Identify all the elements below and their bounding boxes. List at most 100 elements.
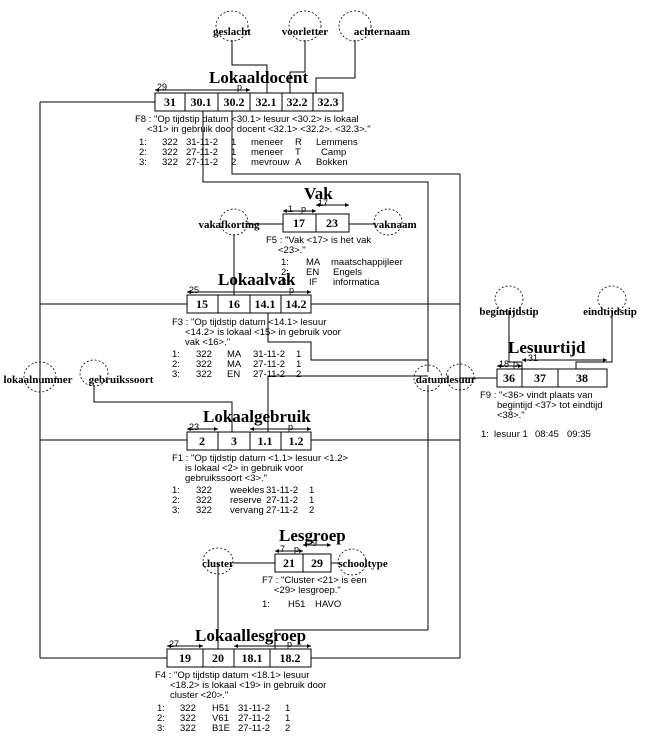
uniqueness-label: p — [289, 285, 294, 295]
pop-cell: 1 — [285, 703, 290, 714]
population-row: 1: MA maatschappijleer — [281, 257, 403, 268]
population-row: 1: 322 weekles 31-11-2 1 — [172, 485, 314, 496]
pop-cell: 27-11-2 — [186, 147, 218, 158]
role-cell: 29 — [311, 556, 323, 570]
pop-cell: V61 — [212, 713, 229, 724]
uniqueness-label: p — [513, 359, 518, 369]
pop-cell: B1E — [212, 723, 230, 734]
pop-cell: meneer — [251, 147, 283, 158]
pop-cell: 322 — [196, 359, 212, 370]
fact-line: F1 : "Op tijdstip datum <1.1> lesuur <1.… — [172, 453, 349, 464]
role-cell: 38 — [576, 371, 588, 385]
pop-cell: 27-11-2 — [253, 359, 285, 370]
lokaaldocent-cells: 31 30.1 30.2 32.1 32.2 32.3 29 p — [157, 82, 339, 109]
role-cell: 18.2 — [280, 651, 301, 665]
uniqueness-label: p — [237, 82, 242, 92]
population-row: 2: 322 MA 27-11-2 1 — [172, 359, 301, 370]
uniqueness-label: 25 — [189, 285, 199, 295]
pop-cell: 322 — [196, 485, 212, 496]
pop-cell: 1: — [481, 429, 489, 440]
lesgroep-population: 1: H51 HAVO — [262, 599, 341, 610]
lokaalgebruik-population: 1: 322 weekles 31-11-2 1 2: 322 reserve … — [172, 485, 314, 516]
role-cell: 21 — [283, 556, 295, 570]
entity-labels: geslacht voorletter achternaam vakafkort… — [3, 26, 636, 570]
uniqueness-label: 27 — [169, 639, 179, 649]
role-cell: 20 — [212, 651, 224, 665]
population-row: 1: 322 H51 31-11-2 1 — [157, 703, 290, 714]
pop-cell: 1 — [285, 713, 290, 724]
pop-cell: 27-11-2 — [253, 369, 285, 380]
pop-cell: informatica — [333, 277, 380, 288]
role-cell: 3 — [231, 434, 237, 448]
pop-cell: 322 — [180, 723, 196, 734]
pop-cell: 3: — [157, 723, 165, 734]
role-cell: 31 — [164, 95, 176, 109]
pop-cell: MA — [227, 359, 242, 370]
pop-cell: HAVO — [315, 599, 341, 610]
pop-cell: 322 — [196, 505, 212, 516]
population-row: 1: lesuur 1 08:45 09:35 — [481, 429, 591, 440]
role-cell: 32.1 — [256, 95, 277, 109]
uniqueness-label: p — [301, 204, 306, 214]
pop-cell: 3: — [172, 505, 180, 516]
population-row: 2: 322 reserve 27-11-2 1 — [172, 495, 314, 506]
pop-cell: 2: — [157, 713, 165, 724]
role-cell: 16 — [228, 297, 240, 311]
entity-label: vakafkorting — [198, 219, 260, 231]
lokaaldocent-population: 1: 322 31-11-2 1 meneer R Lemmens 2: 322… — [139, 137, 358, 168]
fact-line: gebruikssoort <3>." — [185, 473, 267, 484]
role-cell: 14.2 — [286, 297, 307, 311]
pop-cell: H51 — [212, 703, 229, 714]
fact-line: F5 : "Vak <17> is het vak — [266, 235, 371, 246]
population-row: 2: 322 V61 27-11-2 1 — [157, 713, 290, 724]
pop-cell: reserve — [230, 495, 262, 506]
role-cell: 37 — [534, 371, 546, 385]
uniqueness-label: p — [288, 422, 293, 432]
pop-cell: H51 — [288, 599, 305, 610]
pop-cell: 322 — [162, 157, 178, 168]
uniqueness-label: 18 — [499, 359, 509, 369]
role-cell: 19 — [179, 651, 191, 665]
pop-cell: Camp — [321, 147, 346, 158]
pop-cell: Engels — [333, 267, 362, 278]
fact-line: F3 : "Op tijdstip datum <14.1> lesuur — [172, 317, 326, 328]
role-cell: 30.1 — [191, 95, 212, 109]
vak-cells: 17 23 1 p 17 — [288, 198, 338, 230]
fact-line: <29> lesgroep." — [274, 585, 341, 596]
population-row: 3: 322 vervang 27-11-2 2 — [172, 505, 314, 516]
population-row: 3: IF informatica — [281, 277, 380, 288]
pop-cell: vervang — [230, 505, 264, 516]
lesgroep-title: Lesgroep — [279, 526, 346, 545]
role-cell: 23 — [326, 216, 338, 230]
pop-cell: 322 — [180, 713, 196, 724]
role-cell: 2 — [199, 434, 205, 448]
entity-label: begintijdstip — [479, 306, 538, 318]
role-cell: 32.3 — [318, 95, 339, 109]
uniqueness-label: 31 — [528, 353, 538, 363]
pop-cell: 1: — [281, 257, 289, 268]
lokaalvak-cells: 15 16 14.1 14.2 25 p — [189, 285, 307, 311]
pop-cell: 322 — [162, 137, 178, 148]
entity-label: cluster — [202, 558, 234, 570]
pop-cell: A — [295, 157, 302, 168]
pop-cell: 3: — [139, 157, 147, 168]
role-cell: 15 — [196, 297, 208, 311]
facttype-boxes — [154, 89, 608, 668]
entity-label: voorletter — [282, 26, 329, 38]
lokaaldocent-title: Lokaaldocent — [209, 68, 309, 87]
lokaalgebruik-title: Lokaalgebruik — [203, 407, 311, 426]
pop-cell: 1: — [262, 599, 270, 610]
pop-cell: R — [295, 137, 302, 148]
population-row: 3: 322 B1E 27-11-2 2 — [157, 723, 290, 734]
pop-cell: 1: — [157, 703, 165, 714]
pop-cell: 1 — [309, 485, 314, 496]
pop-cell: 1 — [296, 349, 301, 360]
pop-cell: 31-11-2 — [266, 485, 298, 496]
pop-cell: 2 — [309, 505, 314, 516]
vak-title: Vak — [304, 184, 333, 203]
pop-cell: IF — [309, 277, 318, 288]
lokaalgebruik-cells: 2 3 1.1 1.2 23 p — [189, 422, 304, 448]
entity-label: achternaam — [354, 26, 410, 38]
uniqueness-label: 9 — [312, 538, 317, 548]
